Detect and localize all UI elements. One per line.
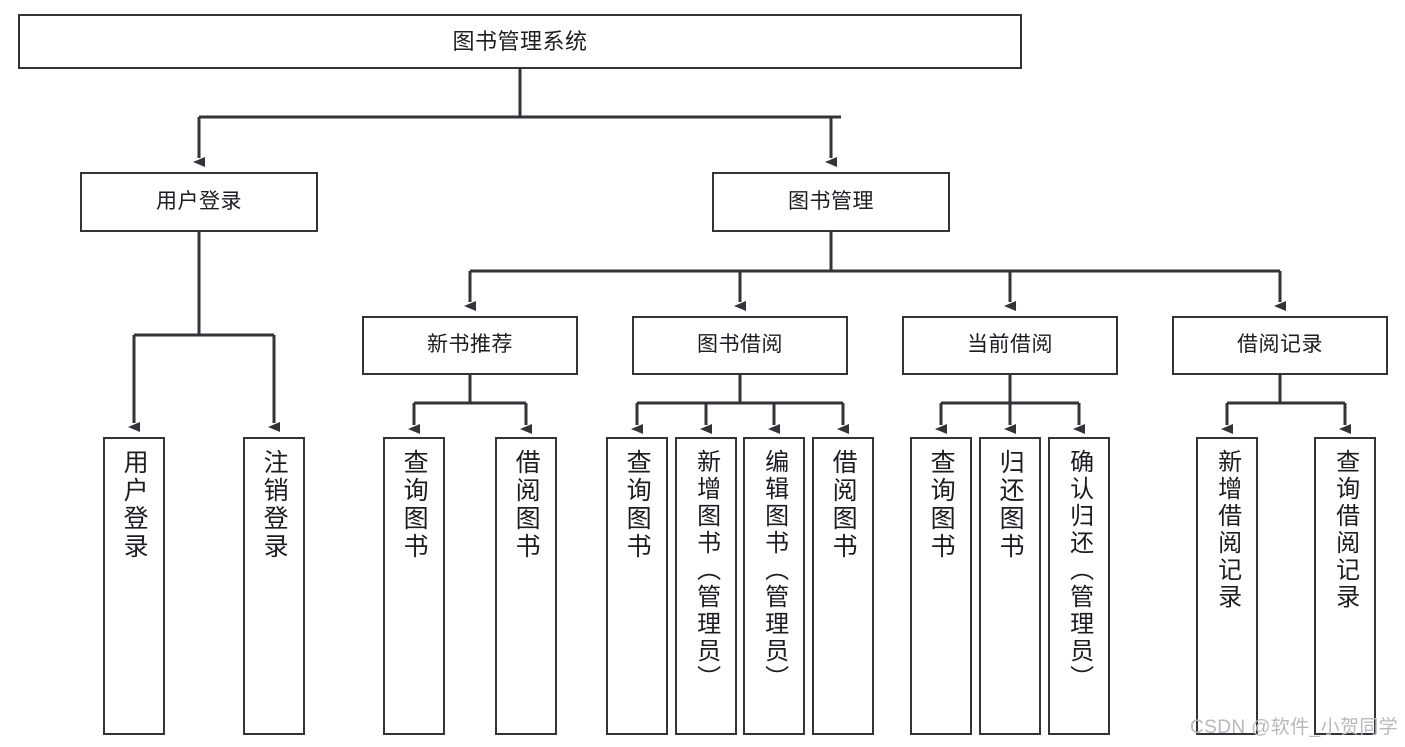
node-label: 新增借阅记录 bbox=[1213, 449, 1241, 611]
leaf-user-login[interactable]: 用户登录 bbox=[103, 437, 165, 735]
leaf-query-book-current[interactable]: 查询图书 bbox=[910, 437, 972, 735]
node-borrow-record[interactable]: 借阅记录 bbox=[1172, 316, 1388, 375]
leaf-confirm-return-admin[interactable]: 确认归还（管理员） bbox=[1048, 437, 1110, 735]
node-label: 借阅记录 bbox=[1237, 333, 1323, 357]
node-book-management[interactable]: 图书管理 bbox=[712, 172, 950, 232]
node-book-borrow[interactable]: 图书借阅 bbox=[632, 316, 848, 375]
node-label: 用户登录 bbox=[156, 189, 242, 213]
leaf-return-book[interactable]: 归还图书 bbox=[979, 437, 1041, 735]
leaf-query-book-borrow[interactable]: 查询图书 bbox=[606, 437, 668, 735]
csdn-watermark: CSDN @软件_小贺同学 bbox=[1190, 717, 1399, 738]
leaf-query-book-recommend[interactable]: 查询图书 bbox=[383, 437, 445, 735]
node-label: 注销登录 bbox=[260, 449, 289, 561]
node-label: 借阅图书 bbox=[512, 449, 541, 561]
node-label: 图书管理 bbox=[788, 189, 874, 213]
leaf-query-borrow-record[interactable]: 查询借阅记录 bbox=[1314, 437, 1376, 735]
node-label: 查询借阅记录 bbox=[1331, 449, 1359, 611]
leaf-add-borrow-record[interactable]: 新增借阅记录 bbox=[1196, 437, 1258, 735]
node-new-book-recommend[interactable]: 新书推荐 bbox=[362, 316, 578, 375]
node-label: 用户登录 bbox=[120, 449, 149, 561]
leaf-borrow-book[interactable]: 借阅图书 bbox=[812, 437, 874, 735]
leaf-borrow-book-recommend[interactable]: 借阅图书 bbox=[495, 437, 557, 735]
node-label: 新书推荐 bbox=[427, 333, 513, 357]
node-label: 图书管理系统 bbox=[452, 28, 588, 54]
leaf-logout[interactable]: 注销登录 bbox=[243, 437, 305, 735]
node-current-borrow[interactable]: 当前借阅 bbox=[902, 316, 1118, 375]
node-label: 借阅图书 bbox=[829, 449, 858, 561]
node-label: 当前借阅 bbox=[967, 333, 1053, 357]
leaf-add-book-admin[interactable]: 新增图书（管理员） bbox=[675, 437, 737, 735]
node-label: 确认归还（管理员） bbox=[1065, 449, 1093, 692]
node-label: 归还图书 bbox=[996, 449, 1025, 561]
node-label: 查询图书 bbox=[623, 449, 652, 561]
node-label: 查询图书 bbox=[927, 449, 956, 561]
node-label: 编辑图书（管理员） bbox=[760, 449, 788, 692]
node-user-login[interactable]: 用户登录 bbox=[80, 172, 318, 232]
leaf-edit-book-admin[interactable]: 编辑图书（管理员） bbox=[743, 437, 805, 735]
node-label: 新增图书（管理员） bbox=[692, 449, 720, 692]
node-label: 图书借阅 bbox=[697, 333, 783, 357]
node-label: 查询图书 bbox=[400, 449, 429, 561]
node-root-system[interactable]: 图书管理系统 bbox=[18, 14, 1022, 69]
